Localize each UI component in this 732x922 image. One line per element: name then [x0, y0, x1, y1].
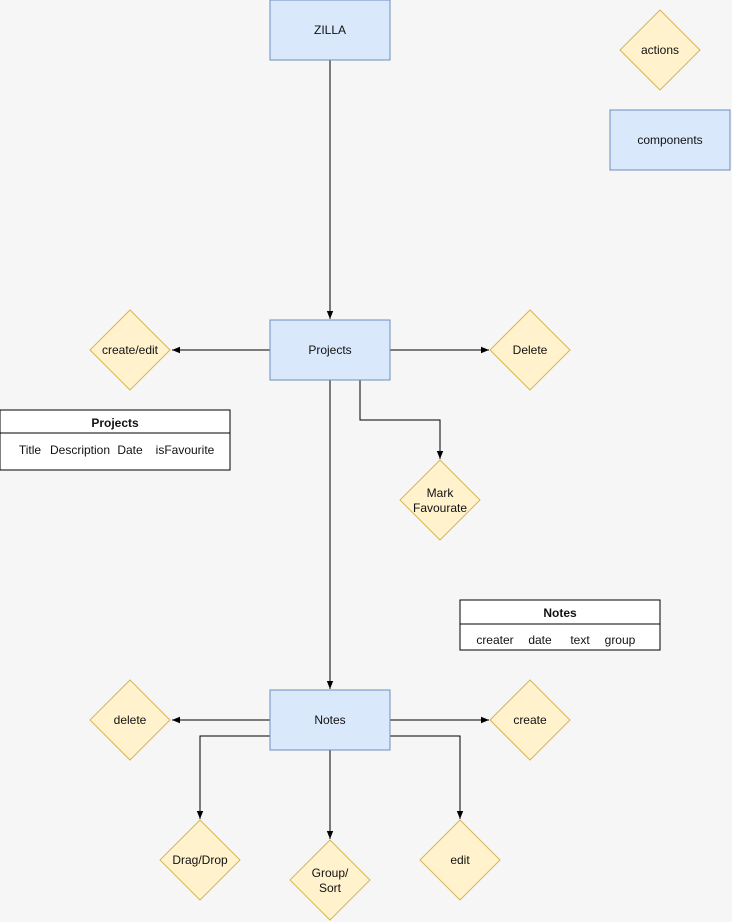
notes-table-field: text: [570, 633, 590, 647]
legend-actions[interactable]: actions: [619, 9, 701, 91]
action-group-sort-label-line2: Sort: [319, 881, 342, 895]
action-mark-favourite-label-line1: Mark: [427, 486, 455, 500]
action-create-edit[interactable]: create/edit: [89, 309, 171, 391]
action-delete-project[interactable]: Delete: [489, 309, 571, 391]
component-notes[interactable]: Notes: [269, 689, 391, 751]
projects-table[interactable]: Projects Title Description Date isFavour…: [0, 409, 231, 471]
notes-table-field: creater: [476, 633, 513, 647]
notes-table[interactable]: Notes creater date text group: [459, 599, 661, 651]
projects-table-field: Title: [19, 443, 42, 457]
action-drag-drop[interactable]: Drag/Drop: [159, 819, 241, 901]
notes-table-field: group: [605, 633, 636, 647]
component-zilla[interactable]: ZILLA: [269, 0, 391, 61]
edge-projects-mark-favourite: [359, 380, 444, 459]
edge-notes-edit: [390, 735, 464, 819]
action-edit-note[interactable]: edit: [419, 819, 501, 901]
action-create-note-label: create: [513, 713, 547, 727]
action-delete-note[interactable]: delete: [89, 679, 171, 761]
projects-table-field: Description: [50, 443, 110, 457]
action-drag-drop-label: Drag/Drop: [172, 853, 228, 867]
action-delete-project-label: Delete: [513, 343, 548, 357]
action-edit-note-label: edit: [450, 853, 470, 867]
action-group-sort[interactable]: Group/ Sort: [289, 839, 371, 921]
edges: [172, 60, 489, 839]
component-projects-label: Projects: [308, 343, 351, 357]
action-create-note[interactable]: create: [489, 679, 571, 761]
projects-table-field: isFavourite: [156, 443, 215, 457]
projects-table-field: Date: [117, 443, 143, 457]
action-delete-note-label: delete: [114, 713, 147, 727]
component-notes-label: Notes: [314, 713, 345, 727]
edge-notes-drag-drop: [196, 735, 270, 819]
action-group-sort-label-line1: Group/: [312, 866, 349, 880]
legend-actions-label: actions: [641, 43, 679, 57]
notes-table-title: Notes: [543, 606, 577, 620]
action-mark-favourite-label-line2: Favourate: [413, 501, 467, 515]
component-zilla-label: ZILLA: [314, 23, 346, 37]
legend-components-label: components: [637, 133, 702, 147]
component-projects[interactable]: Projects: [269, 319, 391, 381]
action-mark-favourite[interactable]: Mark Favourate: [399, 459, 481, 541]
projects-table-title: Projects: [91, 416, 139, 430]
legend-components[interactable]: components: [609, 109, 731, 171]
notes-table-field: date: [528, 633, 552, 647]
action-create-edit-label: create/edit: [102, 343, 159, 357]
